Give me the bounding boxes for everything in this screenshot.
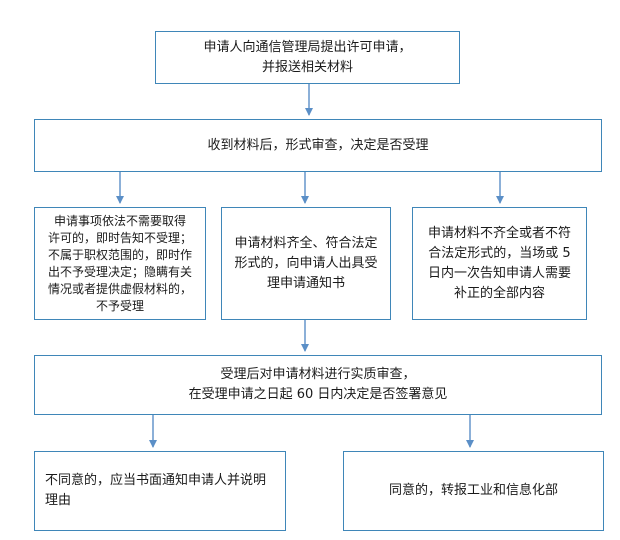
node-reject-line-5: 情况或者提供虚假材料的，: [47, 281, 192, 296]
node-supplement: 申请材料不齐全或者不符 合法定形式的，当场或 5 日内一次告知申请人需要 补正的…: [412, 207, 587, 320]
node-supplement-line-1: 申请材料不齐全或者不符: [427, 225, 571, 241]
node-accept-line-3: 理申请通知书: [266, 275, 345, 291]
node-accept-line-2: 形式的，向申请人出具受: [234, 255, 378, 271]
node-reject-line-4: 出不予受理决定；隐瞒有关: [47, 264, 192, 279]
node-reject-line-2: 许可的，即时告知不受理；: [47, 230, 192, 245]
node-reject-line-6: 不予受理: [95, 298, 144, 313]
node-apply-line-2: 并报送相关材料: [261, 59, 353, 75]
node-agree-line-1: 同意的，转报工业和信息化部: [388, 483, 558, 498]
node-reject-line-3: 不属于职权范围的，即时作: [47, 247, 192, 262]
node-apply-line-1: 申请人向通信管理局提出许可申请，: [203, 39, 412, 55]
node-supplement-line-2: 合法定形式的，当场或 5: [428, 245, 571, 261]
node-receive-line-1: 收到材料后，形式审查，决定是否受理: [207, 137, 429, 153]
node-accept: 申请材料齐全、符合法定 形式的，向申请人出具受 理申请通知书: [221, 207, 391, 320]
node-review: 受理后对申请材料进行实质审查， 在受理申请之日起 60 日内决定是否签署意见: [34, 355, 602, 415]
node-review-line-2: 在受理申请之日起 60 日内决定是否签署意见: [188, 387, 448, 402]
node-disagree-line-1: 不同意的，应当书面通知申请人并说明: [45, 473, 267, 488]
node-apply: 申请人向通信管理局提出许可申请， 并报送相关材料: [155, 31, 460, 84]
node-disagree-line-2: 理由: [45, 493, 72, 508]
node-agree: 同意的，转报工业和信息化部: [343, 451, 604, 531]
node-reject: 申请事项依法不需要取得 许可的，即时告知不受理； 不属于职权范围的，即时作 出不…: [34, 207, 206, 320]
node-supplement-line-3: 日内一次告知申请人需要: [427, 265, 571, 281]
node-reject-line-1: 申请事项依法不需要取得: [53, 213, 186, 228]
node-accept-line-1: 申请材料齐全、符合法定: [234, 235, 378, 251]
node-receive: 收到材料后，形式审查，决定是否受理: [34, 119, 602, 172]
node-disagree: 不同意的，应当书面通知申请人并说明 理由: [34, 451, 286, 531]
node-review-line-1: 受理后对申请材料进行实质审查，: [220, 367, 416, 382]
node-supplement-line-4: 补正的全部内容: [453, 285, 545, 301]
